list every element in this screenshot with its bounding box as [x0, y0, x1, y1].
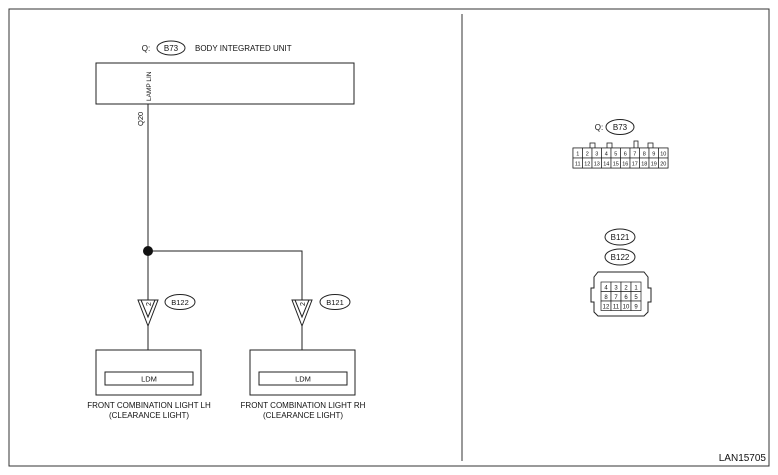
b73-pin-number: 1 — [576, 152, 579, 158]
right-load-label-line2: (CLEARANCE LIGHT) — [263, 411, 343, 420]
b73-pin-number: 13 — [594, 162, 600, 168]
b122-legend-connector: B122 — [611, 253, 630, 262]
b73-latch-tab — [633, 140, 639, 149]
b121-pin-number: 2 — [624, 285, 628, 291]
b121-pin-number: 9 — [634, 304, 638, 310]
b73-legend-badge — [605, 119, 635, 135]
b73-pin-number: 18 — [641, 162, 647, 168]
b121-pin-number: 5 — [634, 295, 638, 301]
figure-id: LAN15705 — [719, 453, 767, 464]
left-pin-number: 2 — [146, 302, 153, 306]
b121-pin-number: 10 — [623, 304, 630, 310]
body-unit-pin-id: Q20 — [136, 112, 145, 126]
b73-latch-tab — [647, 142, 654, 149]
wire-harness — [147, 104, 303, 350]
b73-pin-number: 4 — [605, 152, 608, 158]
splice-junction — [143, 246, 153, 256]
left-load: LDM FRONT COMBINATION LIGHT LH (CLEARANC… — [87, 349, 211, 420]
b73-pin-number: 6 — [624, 152, 627, 158]
b73-pin-number: 9 — [652, 152, 655, 158]
b73-pin-number: 2 — [586, 152, 589, 158]
b73-latch-tab — [589, 142, 596, 149]
body-unit-connector: B73 — [164, 44, 179, 53]
left-connector-pin: 2 B122 — [137, 294, 196, 328]
b121-legend-connector: B121 — [611, 233, 630, 242]
b73-legend-prefix: Q: — [595, 123, 603, 132]
b73-pin-number: 11 — [575, 162, 581, 168]
b73-pin-number: 12 — [584, 162, 590, 168]
b121-pin-number: 12 — [603, 304, 610, 310]
body-unit-prefix: Q: — [142, 44, 150, 53]
b73-pin-number: 7 — [633, 152, 636, 158]
b121-pin-number: 8 — [604, 295, 608, 301]
b121-pin-number: 11 — [613, 304, 620, 310]
b121-pin-cell — [630, 300, 642, 311]
left-connector-id: B122 — [171, 298, 189, 307]
right-pin-triangle-inner — [294, 299, 310, 319]
b73-pin-number: 15 — [613, 162, 619, 168]
left-ldm-box — [104, 371, 194, 386]
right-ldm-box — [258, 371, 348, 386]
diagram-frame — [8, 8, 770, 467]
b73-pin-number: 8 — [643, 152, 646, 158]
b73-pin-number: 19 — [651, 162, 657, 168]
left-load-label-line1: FRONT COMBINATION LIGHT LH — [87, 401, 211, 410]
b73-pin-number: 10 — [660, 152, 666, 158]
b73-pin-number: 16 — [622, 162, 628, 168]
right-connector-id: B121 — [326, 298, 344, 307]
right-load: LDM FRONT COMBINATION LIGHT RH (CLEARANC… — [241, 349, 366, 420]
b73-legend-connector: B73 — [613, 123, 628, 132]
b121-pin-number: 1 — [634, 285, 638, 291]
b73-pin-number: 14 — [603, 162, 609, 168]
body-unit-name: BODY INTEGRATED UNIT — [195, 44, 292, 53]
right-connector-badge — [319, 294, 351, 310]
right-load-label-line1: FRONT COMBINATION LIGHT RH — [241, 401, 366, 410]
branch-wire — [148, 250, 303, 302]
left-pin-triangle-inner — [140, 299, 156, 319]
b121-pin-number: 4 — [604, 285, 608, 291]
b121-pin-number: 6 — [624, 295, 628, 301]
body-unit-header: Q: B73 BODY INTEGRATED UNIT — [142, 40, 292, 56]
body-unit-box — [95, 62, 355, 105]
right-connector-pin: 2 B121 — [291, 294, 351, 328]
b122-legend-badge — [604, 248, 636, 266]
right-ldm-label: LDM — [295, 375, 311, 384]
b73-pin-number: 20 — [660, 162, 666, 168]
right-pin-number: 2 — [300, 302, 307, 306]
b73-pin-cell — [658, 157, 669, 169]
body-unit-pin-label: LAMP LIN — [146, 71, 153, 101]
body-unit-connector-badge — [156, 40, 186, 56]
left-load-label-line2: (CLEARANCE LIGHT) — [109, 411, 189, 420]
left-ldm-label: LDM — [141, 375, 157, 384]
left-connector-badge — [164, 294, 196, 310]
b121-pin-number: 3 — [614, 285, 618, 291]
b73-pin-number: 5 — [614, 152, 617, 158]
b73-pin-number: 17 — [632, 162, 638, 168]
b73-pin-number: 3 — [595, 152, 598, 158]
b121-pin-number: 7 — [614, 295, 618, 301]
b121-legend-badge — [604, 228, 636, 246]
b73-latch-tab — [606, 142, 613, 149]
